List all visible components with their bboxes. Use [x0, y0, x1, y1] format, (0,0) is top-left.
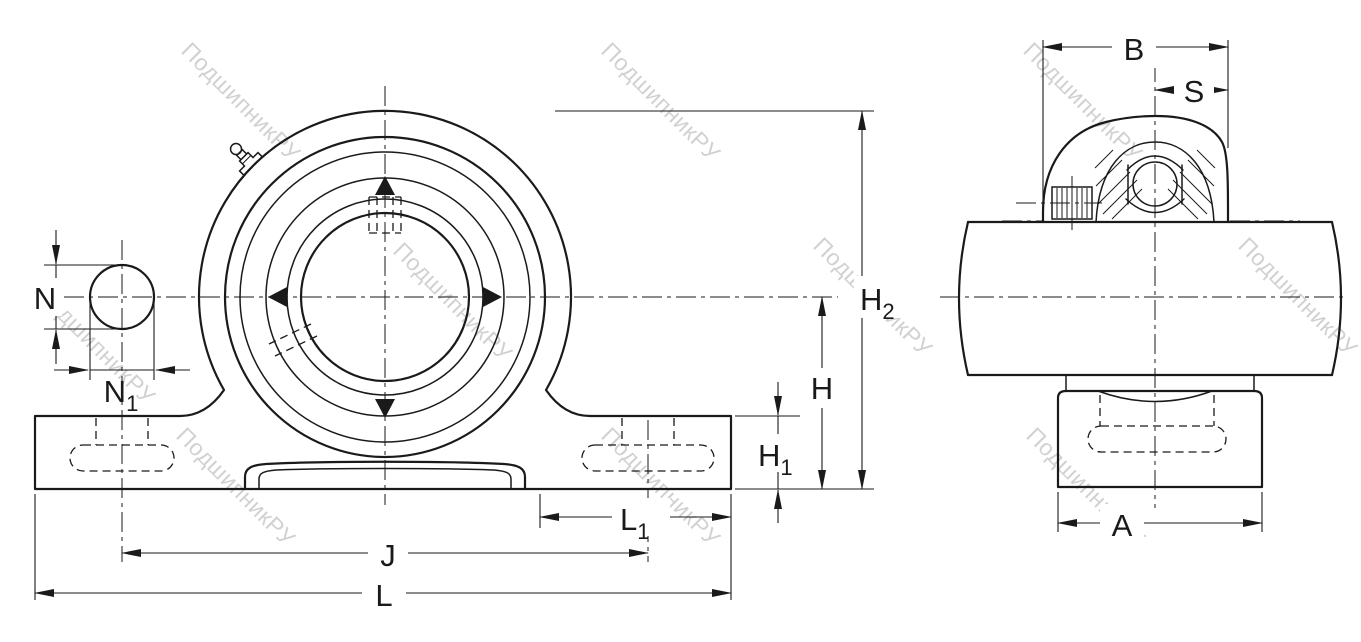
dimension-label-B: B: [1124, 32, 1145, 67]
label-background: [368, 534, 408, 574]
grease-fitting-line: [242, 155, 252, 165]
dimension-label-H2: H2: [860, 282, 895, 324]
dimension-label-H1: H1: [758, 438, 793, 480]
dimension-S: S: [1154, 71, 1229, 109]
hatch-line: [1094, 149, 1114, 169]
hatch-line: [1172, 179, 1208, 215]
dimension-H: H: [802, 296, 842, 490]
grease-fitting-ball: [229, 142, 243, 156]
dimension-label-N: N: [34, 281, 56, 316]
grease-fitting-body: [238, 151, 264, 177]
slot-counterbore-hidden: [69, 444, 175, 472]
label-background: [752, 434, 806, 472]
watermark-text: ПодшипникРУ: [171, 422, 300, 551]
diameter-mark-right: [483, 287, 502, 307]
dimension-H2: H2: [555, 110, 906, 490]
dimension-label-S: S: [1184, 74, 1205, 109]
set-screw-body: [1051, 186, 1093, 220]
base-top-curve: [1097, 390, 1213, 403]
watermark-text: ПодшипникРУ: [596, 37, 725, 166]
dimension-label-H: H: [811, 371, 833, 406]
bore-circle: [299, 211, 471, 383]
label-background: [854, 276, 906, 318]
hidden-line: [268, 323, 312, 345]
slot-counterbore-hidden: [581, 444, 715, 472]
dimension-A: A: [1057, 492, 1263, 544]
hatch-line: [1102, 179, 1138, 215]
shaft-left-end: [957, 220, 970, 377]
label-background: [362, 574, 406, 614]
insert-outline: [1095, 141, 1215, 223]
side-view: B S A: [940, 28, 1348, 544]
insert-outer-circle: [239, 151, 531, 443]
section-hatch-left: [1094, 149, 1143, 220]
threaded-hole-hidden: [268, 323, 318, 357]
hatch-line: [1097, 171, 1131, 205]
base-arch-outer: [243, 460, 527, 491]
dimension-label-J: J: [380, 538, 396, 573]
label-background: [28, 278, 62, 316]
section-hatch-right: [1167, 149, 1216, 220]
label-background: [612, 498, 670, 536]
hidden-line: [274, 335, 318, 357]
label-background: [1100, 504, 1144, 544]
set-screw: [1051, 186, 1093, 220]
housing-outline: [33, 109, 733, 491]
race-arc-lower: [1125, 198, 1185, 214]
label-background: [802, 368, 842, 408]
dimension-label-L1: L1: [620, 502, 650, 544]
hatch-line: [1167, 188, 1199, 220]
dimension-label-A: A: [1112, 508, 1133, 543]
slot-counterbore-hidden: [1087, 425, 1227, 453]
dimension-B: B: [1042, 28, 1229, 205]
hatch-line: [1187, 159, 1215, 187]
housing-cap-outline: [1041, 114, 1230, 224]
grease-fitting: [229, 142, 264, 177]
front-view: N N1 H2 H H1: [28, 86, 906, 614]
base-slot-hidden: [1087, 395, 1227, 453]
diameter-mark-left: [268, 287, 287, 307]
hatch-line: [1095, 159, 1123, 187]
base-arch-inner: [258, 467, 512, 490]
setscrew-holes-hidden: [368, 196, 402, 234]
dimension-L: L: [34, 494, 732, 614]
hatch-line: [1196, 149, 1216, 169]
hatch-line: [1179, 171, 1213, 205]
right-mounting-slot: [581, 418, 715, 472]
left-mounting-slot: [69, 418, 175, 472]
dimension-label-L: L: [375, 578, 392, 613]
dimension-N: N: [28, 230, 116, 364]
bolt-hole-circle: [88, 263, 156, 331]
dimension-L1: L1: [539, 494, 732, 544]
diameter-mark-top: [375, 176, 395, 195]
shaft-right-end: [1330, 220, 1343, 377]
label-background: [1112, 28, 1156, 68]
dimension-H1: H1: [735, 382, 806, 523]
watermarks: ПодшипникРУ ПодшипникРУ ПодшипникРУ Подш…: [31, 37, 1361, 551]
dimension-label-N1: N1: [104, 374, 139, 416]
housing-seat-circle: [223, 135, 547, 459]
dimension-N1: N1: [54, 302, 190, 416]
race-arc-upper: [1126, 155, 1184, 171]
diameter-mark-bottom: [375, 399, 395, 418]
hatch-line: [1111, 188, 1143, 220]
label-background: [1174, 71, 1214, 109]
dimension-J: J: [121, 534, 649, 574]
